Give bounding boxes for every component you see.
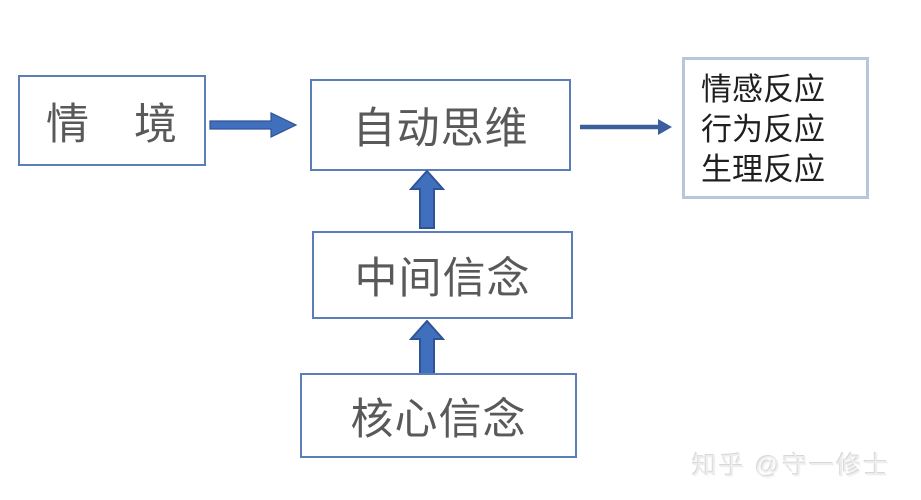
- node-reactions: 情感反应 行为反应 生理反应: [682, 57, 869, 199]
- reaction-line-emotional: 情感反应: [701, 72, 825, 107]
- node-situation-label: 情 境: [46, 100, 178, 149]
- arrow-situation-to-automatic-icon: [209, 112, 298, 138]
- arrow-intermediate-to-automatic-icon: [409, 170, 445, 229]
- arrow-core-to-intermediate-icon: [409, 320, 445, 375]
- watermark-zhihu: 知乎 @守一修士: [692, 452, 891, 480]
- reaction-line-behavioral: 行为反应: [701, 112, 825, 147]
- node-intermediate-beliefs-label: 中间信念: [354, 255, 531, 303]
- node-intermediate-beliefs: 中间信念: [312, 231, 573, 319]
- reaction-line-physiological: 生理反应: [701, 152, 825, 187]
- arrow-automatic-to-reactions-icon: [580, 119, 672, 135]
- node-core-beliefs: 核心信念: [300, 373, 577, 458]
- node-automatic-thoughts-label: 自动思维: [352, 105, 529, 153]
- node-core-beliefs-label: 核心信念: [350, 395, 527, 444]
- node-situation: 情 境: [18, 75, 206, 166]
- node-automatic-thoughts: 自动思维: [310, 79, 571, 171]
